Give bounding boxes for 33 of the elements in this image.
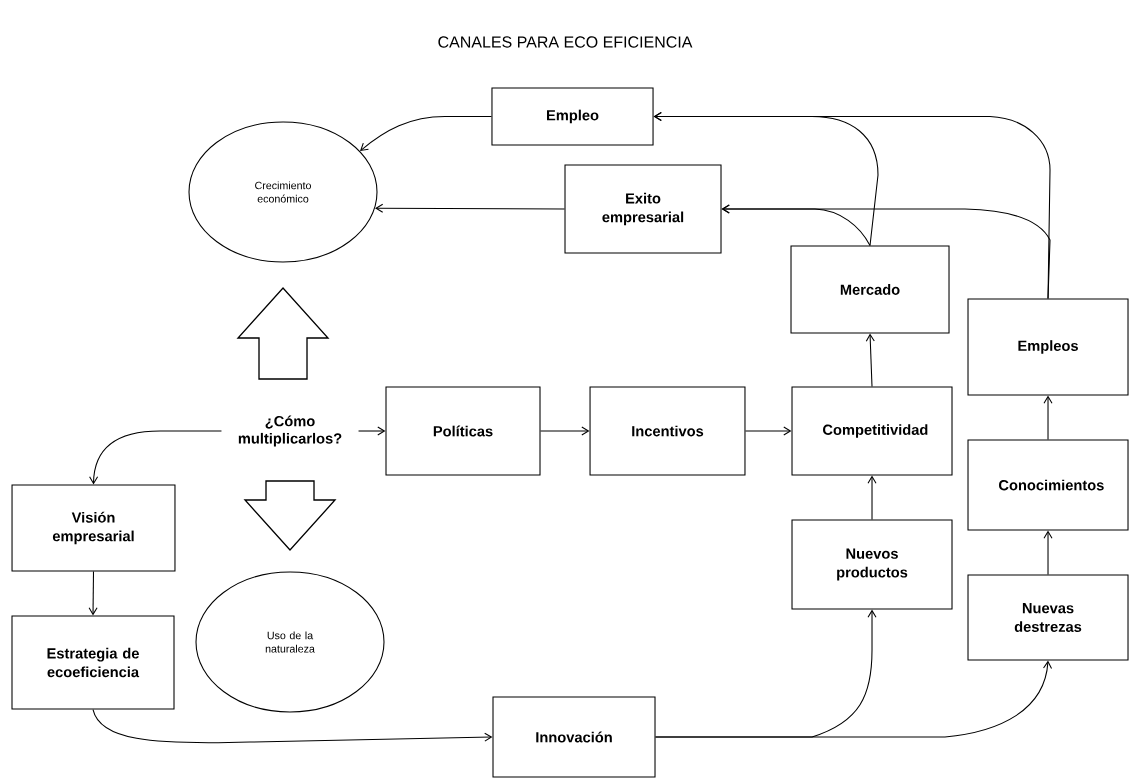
block-arrow — [243, 480, 337, 551]
arrow — [865, 333, 875, 387]
process-box: Mercado — [790, 245, 950, 334]
process-box: Estrategia de ecoeficiencia — [11, 615, 175, 710]
arrow — [89, 430, 222, 485]
arrow — [358, 426, 386, 436]
arrow — [655, 660, 1053, 738]
process-box: Empleo — [491, 87, 654, 146]
arrow — [721, 204, 1051, 299]
arrow — [375, 203, 565, 213]
arrow — [1043, 395, 1053, 440]
process-box: Políticas — [385, 386, 541, 476]
process-box: Competitividad — [791, 386, 953, 476]
block-arrow — [236, 287, 330, 380]
question-text: ¿Cómo multiplicarlos? — [238, 415, 342, 447]
arrow — [92, 709, 493, 744]
process-box: Conocimientos — [967, 439, 1129, 531]
arrow — [360, 115, 492, 152]
process-box: Empleos — [967, 298, 1129, 396]
arrow — [867, 475, 877, 520]
arrow — [88, 571, 98, 616]
process-box: Nuevas destrezas — [967, 574, 1129, 661]
process-box: Incentivos — [589, 386, 746, 476]
oval: Crecimiento económico — [188, 121, 378, 263]
arrow — [1043, 530, 1053, 575]
process-box: Exito empresarial — [564, 164, 722, 254]
process-box: Nuevos productos — [791, 519, 953, 610]
oval: Uso de la naturaleza — [195, 571, 385, 713]
arrow — [744, 426, 792, 436]
arrow — [540, 426, 590, 436]
process-box: Innovación — [492, 696, 656, 778]
title: CANALES PARA ECO EFICIENCIA — [438, 36, 693, 48]
process-box: Visión empresarial — [11, 484, 176, 572]
